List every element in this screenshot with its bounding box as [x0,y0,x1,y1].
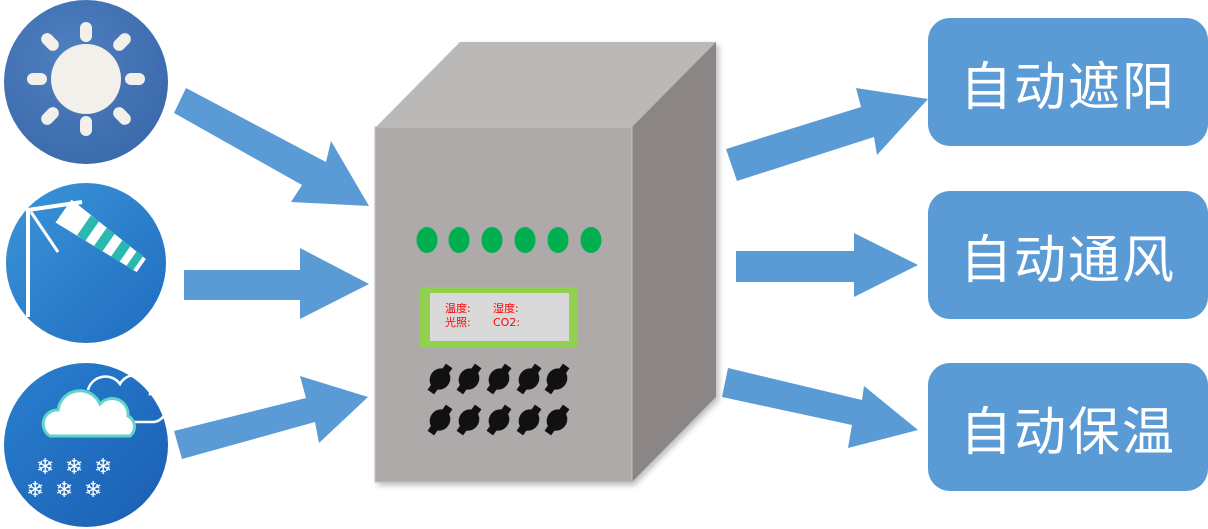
led [481,227,503,253]
svg-text:❄: ❄ [94,455,112,480]
knob [486,404,512,436]
svg-text:❄: ❄ [65,455,83,480]
led [448,227,470,253]
arrow-controller-to-shading [726,88,928,181]
knob [427,404,453,436]
lcd-temperature-label: 温度: [445,302,471,315]
output-label: 自动遮阳 [959,57,1176,118]
output-auto-insulation: 自动保温 [928,363,1208,491]
windsock-icon [6,183,166,343]
arrow-sun-to-controller [174,88,369,206]
svg-text:❄: ❄ [84,478,102,503]
cabinet-top [376,42,716,127]
output-auto-ventilation: 自动通风 [928,191,1208,319]
arrow-wind-to-controller [184,248,369,319]
snow-cloud-icon: ❄❄❄ ❄❄❄ [4,363,168,527]
knob [516,363,542,395]
svg-text:❄: ❄ [26,478,44,503]
svg-text:❄: ❄ [36,455,54,480]
knob [456,363,482,395]
knob [427,363,453,395]
knob [516,404,542,436]
svg-text:❄: ❄ [55,478,73,503]
knob [456,404,482,436]
arrow-controller-to-ventilation [736,233,918,297]
lcd-co2-label: CO2: [493,316,521,329]
led [514,227,536,253]
led [416,227,438,253]
led-row [416,227,602,253]
arrow-controller-to-insulation [722,368,918,448]
knob [544,404,570,436]
knob [486,363,512,395]
arrow-snow-to-controller [174,376,368,459]
lcd-display: 温度: 湿度: 光照: CO2: [420,287,578,347]
led [580,227,602,253]
led [547,227,569,253]
lcd-humidity-label: 湿度: [493,302,519,315]
lcd-light-label: 光照: [445,316,471,329]
controller-cabinet [374,42,716,483]
lcd-screen: 温度: 湿度: 光照: CO2: [430,293,569,341]
sun-icon [4,0,168,164]
output-label: 自动保温 [959,402,1176,463]
knob [544,363,570,395]
output-label: 自动通风 [959,230,1176,291]
cabinet-side [632,42,716,482]
output-auto-shading: 自动遮阳 [928,18,1208,146]
knob-panel [427,363,570,436]
